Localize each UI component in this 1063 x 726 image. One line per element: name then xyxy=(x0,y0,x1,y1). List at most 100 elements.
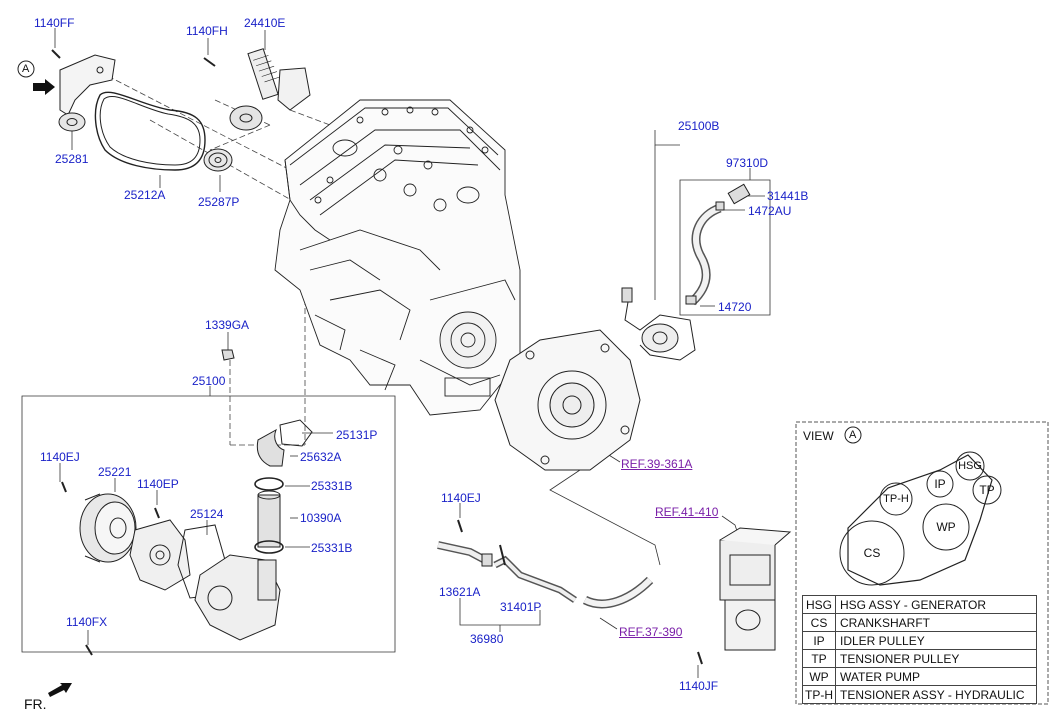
part-label-10390a[interactable]: 10390A xyxy=(300,511,342,525)
pulley-ip-circle xyxy=(926,470,954,498)
adapter-plate xyxy=(494,329,641,471)
part-label-25632a[interactable]: 25632A xyxy=(300,450,342,464)
elbow-25632a xyxy=(256,428,285,467)
clamp-25331b-upper xyxy=(254,477,284,491)
water-pump-pulley xyxy=(79,493,137,563)
part-label-25287p[interactable]: 25287P xyxy=(198,195,240,209)
legend-desc: IDLER PULLEY xyxy=(835,631,1037,650)
part-label-25131p[interactable]: 25131P xyxy=(336,428,378,442)
idler-pulley-bracket xyxy=(58,54,116,132)
hsg-assembly xyxy=(697,527,792,665)
legend-code: HSG xyxy=(802,595,836,614)
pulley-label-ip: IP xyxy=(934,477,946,491)
view-panel-title: VIEW xyxy=(803,429,834,443)
part-label-1140ff[interactable]: 1140FF xyxy=(34,16,75,30)
pulley-wp-circle xyxy=(922,503,970,551)
legend-desc: CRANKSHARFT xyxy=(835,613,1037,632)
bolt-1140ej-lower xyxy=(457,519,463,533)
part-label-1140fx[interactable]: 1140FX xyxy=(66,615,108,629)
drive-belt-inner xyxy=(99,96,201,166)
view-panel-marker-letter: A xyxy=(849,429,857,441)
pulley-label-tph: TP-H xyxy=(883,493,909,505)
bolt-1140fh xyxy=(203,57,216,67)
legend-desc: TENSIONER ASSY - HYDRAULIC xyxy=(835,685,1037,704)
part-label-25221[interactable]: 25221 xyxy=(98,465,132,479)
part-label-25281[interactable]: 25281 xyxy=(55,152,89,166)
view-panel-marker-circle xyxy=(844,426,862,444)
part-label-14720[interactable]: 14720 xyxy=(718,300,752,314)
reference-41-410[interactable]: REF.41-410 xyxy=(655,505,719,519)
part-label-25212a[interactable]: 25212A xyxy=(124,188,166,202)
view-marker-circle xyxy=(17,60,35,78)
view-belt xyxy=(847,454,993,586)
coolant-pipe-10390a xyxy=(257,490,281,548)
view-marker-letter: A xyxy=(22,63,30,75)
water-housing xyxy=(194,554,281,641)
part-label-1140fh[interactable]: 1140FH xyxy=(186,24,228,38)
harness-sensor xyxy=(621,287,696,361)
part-label-25100b[interactable]: 25100B xyxy=(678,119,720,133)
pulley-cs-circle xyxy=(839,520,905,586)
view-arrow xyxy=(33,79,55,95)
part-label-97310d[interactable]: 97310D xyxy=(726,156,769,170)
drive-belt xyxy=(94,91,206,171)
legend-desc: TENSIONER PULLEY xyxy=(835,649,1037,668)
tensioner-assembly xyxy=(229,48,311,131)
part-label-25331b-upper[interactable]: 25331B xyxy=(311,479,353,493)
pulley-tp-circle xyxy=(972,475,1002,505)
coolant-hose-lower xyxy=(582,576,654,609)
leader-lines xyxy=(21,28,771,678)
reference-37-390[interactable]: REF.37-390 xyxy=(619,625,683,639)
part-label-1140ej-left[interactable]: 1140EJ xyxy=(40,450,80,464)
pulley-label-wp: WP xyxy=(936,520,956,534)
coolant-pipe-31401p xyxy=(493,544,577,603)
bolt-1140ff xyxy=(51,49,61,59)
water-pump-body xyxy=(129,519,191,591)
clamp-25331b-lower xyxy=(254,540,284,554)
legend-code: IP xyxy=(802,631,836,650)
part-label-1472au[interactable]: 1472AU xyxy=(748,204,792,218)
pulley-tph-circle xyxy=(879,482,913,516)
pulley-hsg-circle xyxy=(955,451,985,481)
legend-desc: HSG ASSY - GENERATOR xyxy=(835,595,1037,614)
part-label-36980[interactable]: 36980 xyxy=(470,632,504,646)
gasket-25131p xyxy=(279,419,313,447)
legend-code: TP-H xyxy=(802,685,836,704)
part-label-31441b[interactable]: 31441B xyxy=(767,189,809,203)
part-label-1140ej-lower[interactable]: 1140EJ xyxy=(441,491,481,505)
front-indicator-label: FR. xyxy=(24,696,47,712)
coolant-pipe-13621a xyxy=(437,541,493,567)
part-label-1140ep[interactable]: 1140EP xyxy=(137,477,179,491)
part-label-13621a[interactable]: 13621A xyxy=(439,585,481,599)
reference-39-361a[interactable]: REF.39-361A xyxy=(621,457,693,471)
legend-code: TP xyxy=(802,649,836,668)
view-panel-border xyxy=(795,421,1049,705)
part-label-1339ga[interactable]: 1339GA xyxy=(205,318,250,332)
part-label-25124[interactable]: 25124 xyxy=(190,507,224,521)
legend-desc: WATER PUMP xyxy=(835,667,1037,686)
pulley-layout xyxy=(839,451,1002,586)
pulley-label-tp: TP xyxy=(979,483,995,497)
part-label-1140jf[interactable]: 1140JF xyxy=(679,679,719,693)
coolant-hose-assembly xyxy=(685,183,751,306)
legend-code: CS xyxy=(802,613,836,632)
engine-block xyxy=(274,99,521,416)
part-label-25100[interactable]: 25100 xyxy=(192,374,226,388)
pulley-25287p xyxy=(203,148,233,172)
pulley-label-cs: CS xyxy=(863,546,881,560)
front-arrow xyxy=(48,683,72,697)
pulley-label-hsg: HSG xyxy=(958,460,982,472)
part-label-24410e[interactable]: 24410E xyxy=(244,16,286,30)
part-label-25331b-lower[interactable]: 25331B xyxy=(311,541,353,555)
legend-code: WP xyxy=(802,667,836,686)
part-label-31401p[interactable]: 31401P xyxy=(500,600,542,614)
